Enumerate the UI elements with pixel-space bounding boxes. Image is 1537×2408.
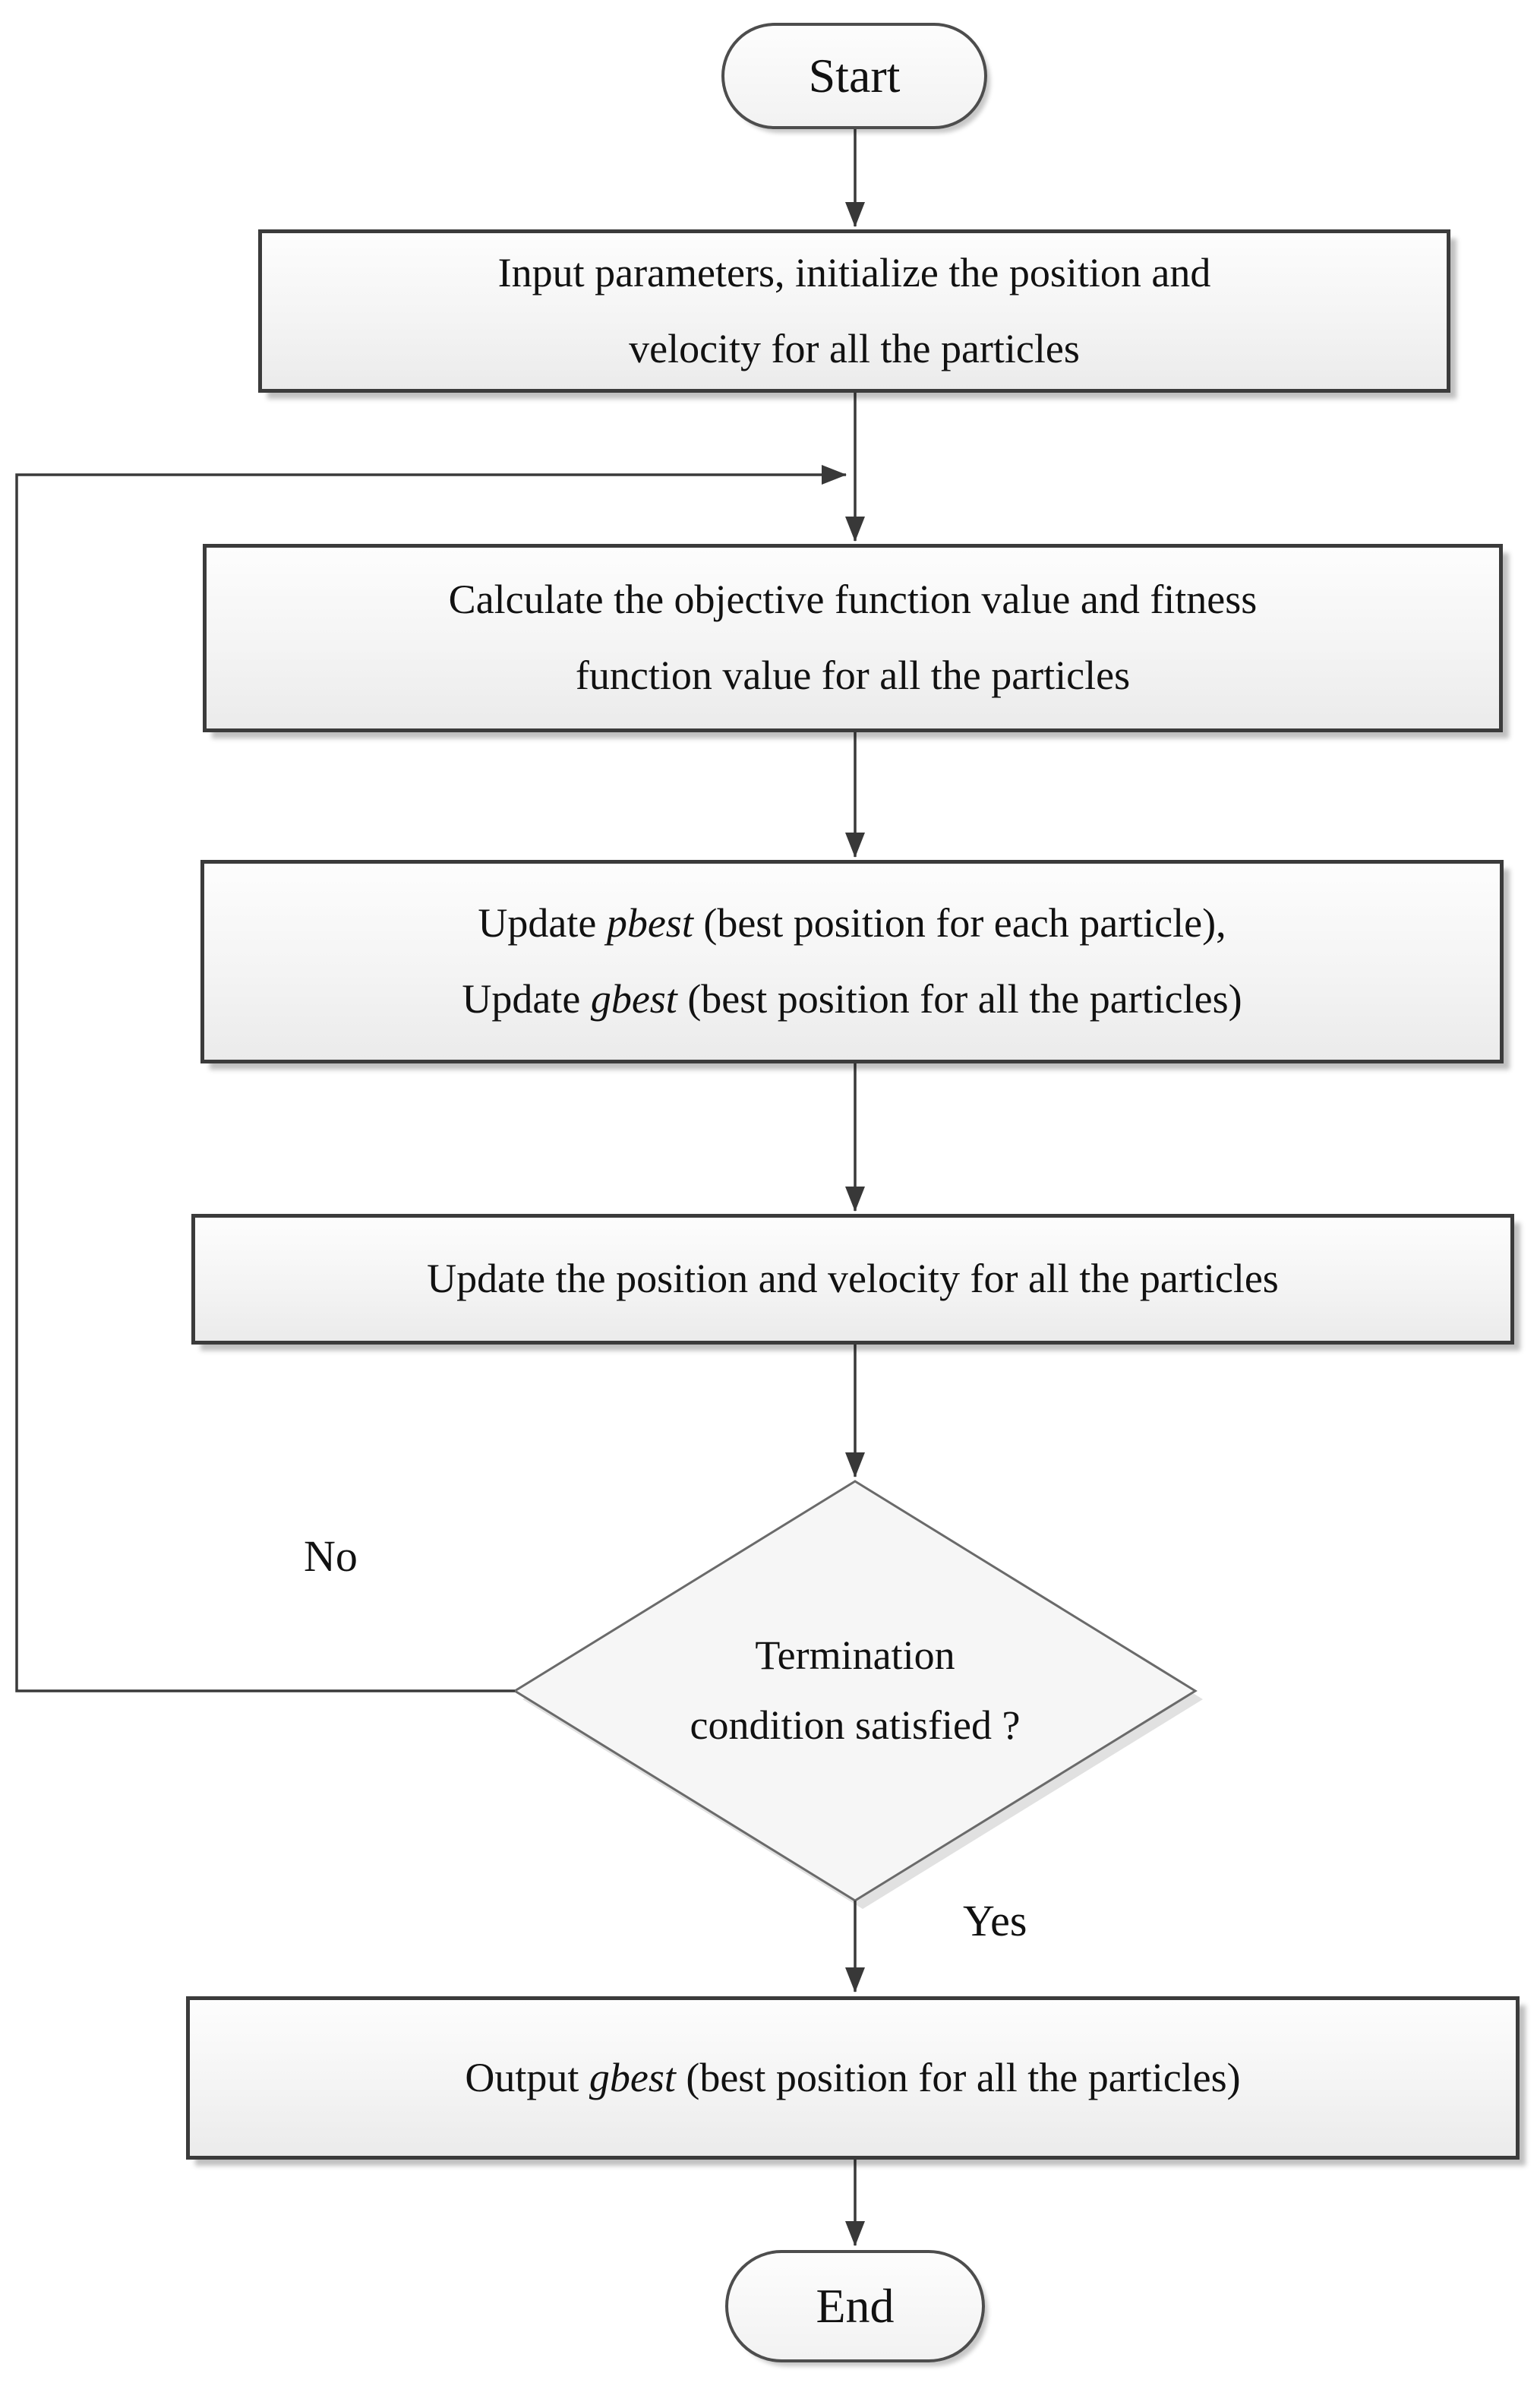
output-gbest-box: Output gbest (best position for all the … [186, 1996, 1520, 2160]
input-parameters-box: Input parameters, initialize the positio… [258, 229, 1450, 393]
output-post: (best position for all the particles) [675, 2054, 1241, 2100]
update-best-line2-post: (best position for all the particles) [677, 976, 1242, 1022]
calculate-fitness-line2: function value for all the particles [575, 653, 1131, 698]
update-best-line1: Update pbest (best position for each par… [478, 886, 1226, 962]
pbest-italic-term: pbest [606, 900, 693, 946]
calculate-fitness-box: Calculate the objective function value a… [203, 544, 1503, 732]
yes-label: Yes [963, 1896, 1027, 1945]
output-pre: Output [465, 2054, 589, 2100]
output-gbest-italic-term: gbest [589, 2054, 676, 2100]
edge-decision-no-loop [15, 465, 847, 1692]
update-position-box: Update the position and velocity for all… [191, 1214, 1514, 1345]
end-terminator: End [725, 2250, 985, 2362]
decision-line2: condition satisfied ? [690, 1702, 1021, 1748]
update-best-line2: Update gbest (best position for all the … [462, 962, 1242, 1038]
decision-label: Termination condition satisfied ? [567, 1610, 1144, 1771]
input-parameters-line2: velocity for all the particles [629, 325, 1080, 371]
gbest-italic-term: gbest [590, 976, 677, 1022]
update-position-label: Update the position and velocity for all… [427, 1256, 1279, 1302]
decision-line1: Termination [755, 1632, 955, 1679]
end-label: End [816, 2279, 895, 2333]
update-best-box: Update pbest (best position for each par… [200, 860, 1504, 1063]
update-best-line1-post: (best position for each particle), [693, 900, 1226, 946]
start-label: Start [808, 49, 901, 103]
calculate-fitness-line1: Calculate the objective function value a… [448, 577, 1258, 623]
input-parameters-line1: Input parameters, initialize the positio… [497, 249, 1211, 295]
update-best-line2-pre: Update [462, 976, 591, 1022]
start-terminator: Start [721, 23, 987, 129]
update-best-line1-pre: Update [478, 900, 607, 946]
output-gbest-line: Output gbest (best position for all the … [465, 2040, 1240, 2116]
no-label: No [304, 1531, 358, 1581]
